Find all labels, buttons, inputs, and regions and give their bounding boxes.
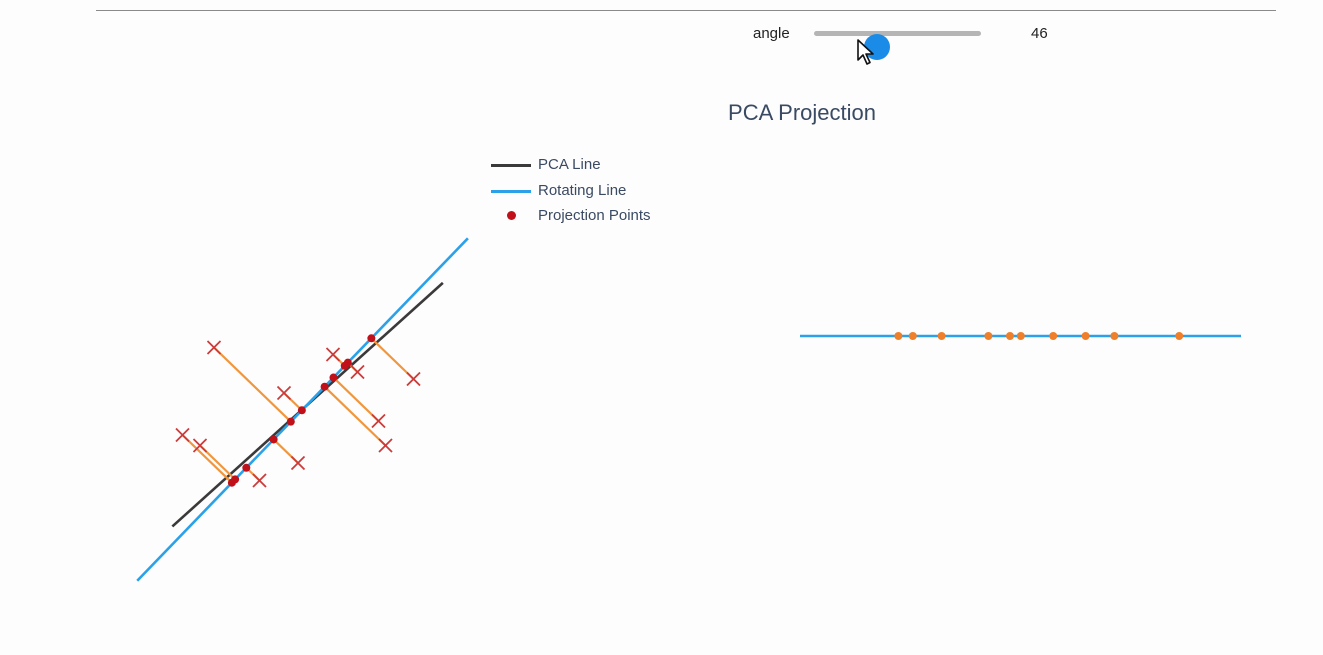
projection-segment (181, 434, 233, 484)
projection-segment (323, 385, 387, 447)
angle-slider-handle[interactable] (864, 34, 891, 60)
legend: PCA Line Rotating Line Projection Points (486, 154, 706, 234)
projection-point (297, 406, 306, 415)
legend-label-projection-points: Projection Points (538, 207, 651, 224)
data-point-marker (371, 413, 386, 429)
top-divider (96, 10, 1276, 11)
projected-1d-point (1175, 332, 1184, 340)
legend-item-pca-line[interactable]: PCA Line (486, 154, 706, 176)
projected-1d-point (984, 332, 993, 340)
angle-slider-widget: angle 46 (740, 18, 1080, 60)
projection-segment (332, 376, 380, 422)
projected-1d-point (1016, 332, 1025, 340)
legend-swatch-rotating-line (491, 190, 531, 193)
projected-1d-point (1006, 332, 1014, 340)
projected-1d-point (894, 332, 903, 340)
data-point-marker (325, 347, 341, 362)
data-point-marker (252, 473, 267, 488)
legend-swatch-pca-line (491, 164, 531, 167)
data-point-marker (175, 427, 190, 443)
data-point-marker (206, 340, 222, 355)
projection-point (242, 463, 251, 472)
projected-1d-point (1081, 332, 1090, 340)
projected-1d-point (908, 332, 917, 340)
projected-1d-point (1049, 332, 1058, 340)
data-point-marker (406, 371, 421, 387)
data-point-marker (350, 364, 365, 380)
angle-slider-track[interactable] (814, 31, 981, 60)
projection-point (367, 334, 376, 343)
data-point-marker (378, 438, 393, 453)
mouse-pointer-icon (857, 39, 874, 65)
projection-point (231, 475, 240, 484)
data-point-marker (192, 438, 208, 453)
projection-point (343, 358, 352, 367)
legend-item-rotating-line[interactable]: Rotating Line (486, 180, 706, 202)
projected-1d-point (937, 332, 946, 340)
projection-point (269, 435, 278, 444)
projection-point (286, 417, 295, 426)
data-point-marker (290, 455, 306, 471)
projection-point (329, 373, 338, 382)
projection-segment (370, 337, 415, 380)
projection-point (320, 382, 329, 391)
legend-label-pca-line: PCA Line (538, 156, 601, 173)
projection-segment (213, 346, 292, 423)
angle-slider-value: 46 (1031, 25, 1048, 42)
angle-slider-label: angle (753, 25, 790, 42)
legend-item-projection-points[interactable]: Projection Points (486, 205, 706, 227)
plot-title: PCA Projection (728, 100, 876, 125)
projected-1d-point (1110, 332, 1119, 340)
legend-swatch-projection-points (507, 211, 516, 220)
legend-label-rotating-line: Rotating Line (538, 182, 627, 199)
data-point-marker (276, 385, 292, 401)
